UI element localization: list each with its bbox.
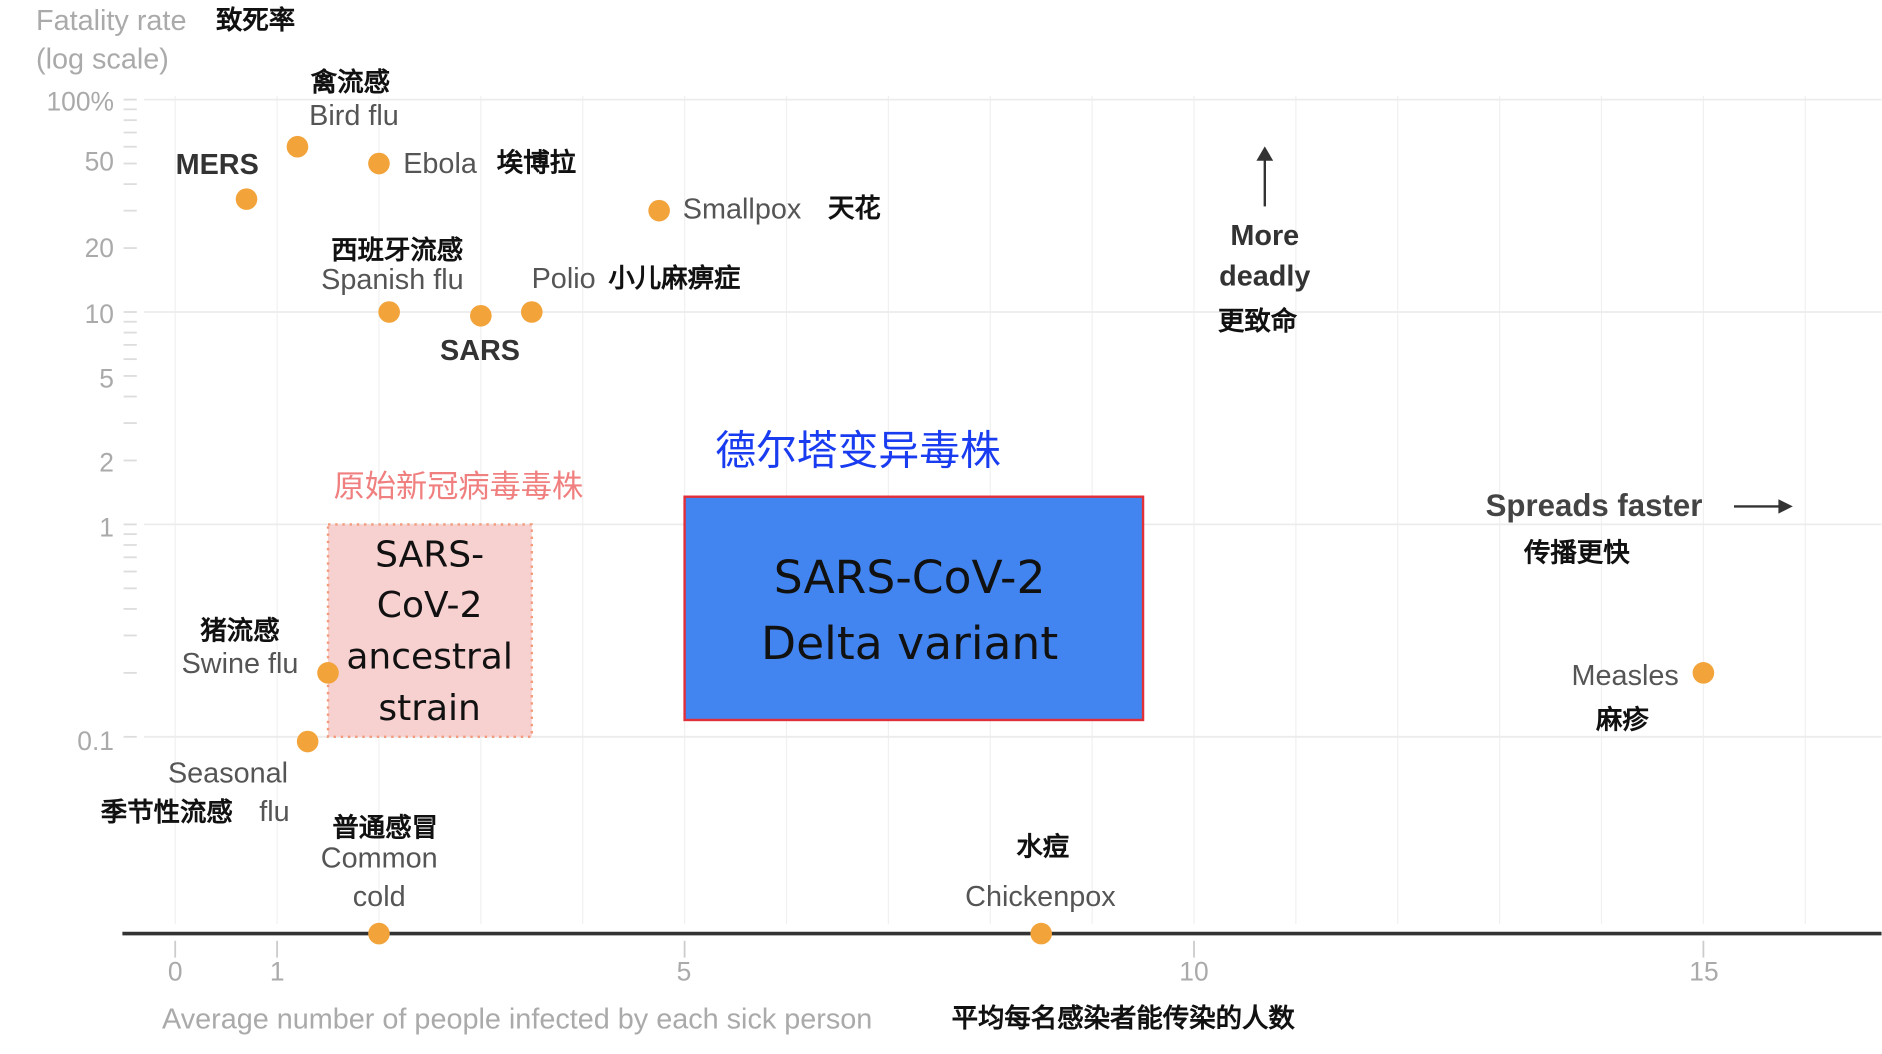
ancestral-title-zh: 原始新冠病毒毒株	[333, 468, 584, 505]
y-axis-label-zh: 致死率	[216, 4, 296, 35]
point-chickenpox	[1030, 922, 1052, 945]
y-tick: 5	[99, 363, 115, 394]
point-seasonal-flu	[296, 730, 319, 753]
label-bird-flu-zh: 禽流感	[310, 67, 391, 98]
delta-variant-range	[683, 495, 1145, 722]
y-axis-label: Fatality rate	[36, 4, 187, 38]
label-seasonal-zh: 季节性流感	[100, 796, 233, 827]
point-measles	[1692, 662, 1715, 684]
y-tick: 1	[99, 512, 115, 543]
delta-title-zh: 德尔塔变异毒株	[715, 428, 1001, 475]
ancestral-line: SARS-	[375, 534, 485, 576]
label-common-cold-2: cold	[352, 880, 406, 914]
label-polio-zh: 小儿麻痹症	[608, 262, 741, 293]
y-tick: 2	[99, 447, 115, 478]
y-tick: 100%	[46, 86, 115, 117]
label-measles-zh: 麻疹	[1595, 704, 1649, 735]
ancestral-line: CoV-2	[376, 584, 483, 627]
point-bird-flu	[286, 135, 309, 158]
delta-line: SARS-CoV-2	[773, 550, 1046, 604]
label-swine-flu: Swine flu	[181, 648, 299, 681]
point-spanish-flu	[378, 301, 400, 323]
label-spanish-flu-zh: 西班牙流感	[331, 235, 464, 266]
label-spanish-flu: Spanish flu	[321, 264, 464, 297]
label-common-cold: Common	[320, 842, 438, 875]
label-polio: Polio	[531, 262, 596, 296]
x-axis-label: Average number of people infected by eac…	[162, 1003, 873, 1036]
y-tick: 20	[84, 232, 115, 263]
annotation-more: More	[1230, 219, 1300, 253]
x-tick: 15	[1689, 956, 1719, 987]
ancestral-line: strain	[378, 687, 481, 730]
label-ebola: Ebola	[403, 147, 477, 180]
point-common-cold	[368, 922, 390, 945]
x-axis-label-zh: 平均每名感染者能传染的人数	[951, 1003, 1295, 1034]
y-axis-scale-note: (log scale)	[36, 43, 169, 76]
point-mers	[235, 188, 258, 210]
more-deadly-arrowhead	[1256, 146, 1274, 161]
y-tick: 50	[84, 146, 115, 177]
label-common-cold-zh: 普通感冒	[332, 812, 439, 843]
label-swine-flu-zh: 猪流感	[200, 615, 280, 646]
annotation-spreads-faster: Spreads faster	[1485, 487, 1703, 524]
point-polio	[520, 301, 543, 323]
label-seasonal-flu: flu	[259, 795, 290, 829]
label-sars: SARS	[439, 334, 521, 368]
annotation-spreads-faster-zh: 传播更快	[1523, 537, 1630, 568]
x-tick: 5	[676, 956, 692, 987]
delta-line: Delta variant	[760, 616, 1059, 670]
annotation-deadly-zh: 更致命	[1217, 306, 1298, 336]
point-swine-flu	[317, 662, 339, 684]
annotation-deadly: deadly	[1219, 260, 1311, 293]
label-seasonal: Seasonal	[167, 757, 289, 790]
ancestral-line: ancestral	[346, 636, 513, 678]
label-ebola-zh: 埃博拉	[496, 147, 577, 178]
y-tick: 10	[84, 298, 115, 329]
label-chickenpox-zh: 水痘	[1016, 831, 1070, 862]
label-mers: MERS	[175, 148, 259, 182]
x-tick: 1	[269, 956, 285, 987]
point-sars	[470, 304, 492, 327]
x-tick: 10	[1179, 956, 1209, 987]
label-measles: Measles	[1571, 660, 1679, 693]
label-bird-flu: Bird flu	[309, 99, 399, 132]
y-tick: 0.1	[77, 726, 115, 756]
label-smallpox-zh: 天花	[828, 193, 881, 224]
spreads-faster-arrowhead	[1778, 499, 1793, 514]
label-smallpox: Smallpox	[682, 193, 802, 226]
point-smallpox	[648, 199, 670, 222]
x-tick: 0	[167, 956, 183, 987]
ancestral-strain-range	[326, 523, 533, 739]
label-chickenpox: Chickenpox	[965, 880, 1116, 914]
point-ebola	[368, 152, 390, 175]
